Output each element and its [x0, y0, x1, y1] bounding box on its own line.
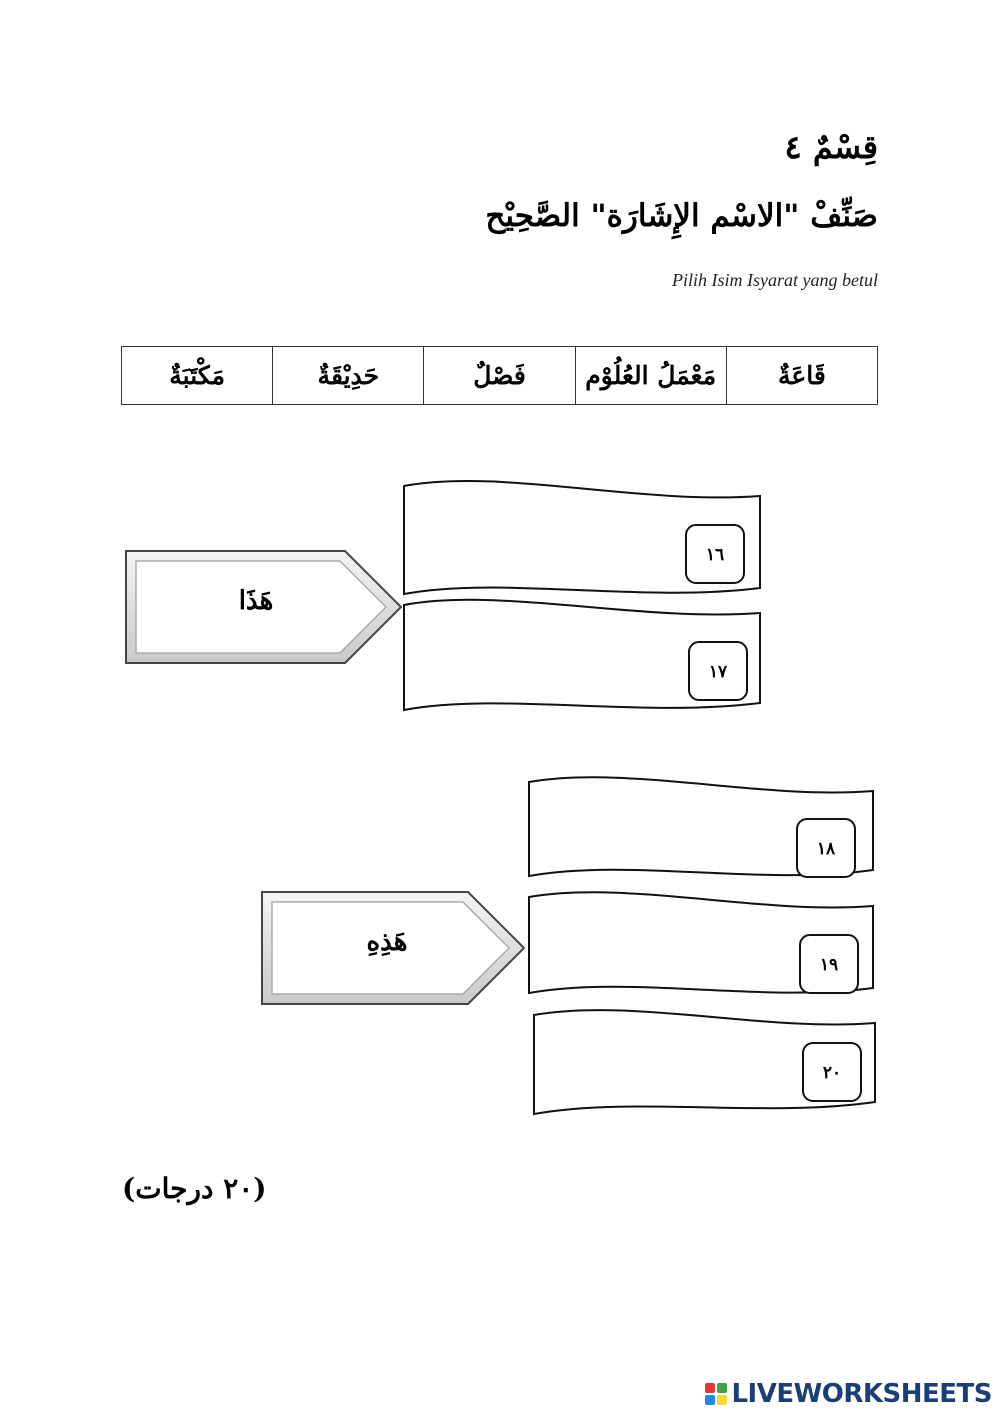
- instruction-arabic: صَنِّفْ "الاسْم الإِشَارَة" الصَّحِيْح: [485, 198, 878, 234]
- pointer-label: هَذِهِ: [367, 927, 408, 957]
- pointer-label: هَذَا: [239, 586, 274, 616]
- brand-name: LIVEWORKSHEETS: [731, 1379, 992, 1409]
- slot-number: ٢٠: [823, 1063, 841, 1083]
- word-bank-item[interactable]: مَكْتَبَةٌ: [120, 346, 274, 405]
- answer-slot-20[interactable]: ٢٠: [533, 1009, 876, 1116]
- answer-slot-19[interactable]: ١٩: [528, 891, 874, 995]
- pointer-arrow-1: هَذَا: [125, 550, 403, 664]
- word-bank-item[interactable]: قَاعَةٌ: [725, 346, 879, 405]
- word-bank-item[interactable]: فَصْلٌ: [423, 346, 576, 405]
- slot-number: ١٨: [817, 839, 836, 859]
- word-bank-table: قَاعَةٌ مَعْمَلُ العُلُوْم فَصْلٌ حَدِيْ…: [120, 346, 879, 405]
- pointer-arrow-2: هَذِهِ: [261, 891, 526, 1005]
- answer-slot-16[interactable]: ١٦: [403, 479, 761, 596]
- score-label: (٢٠ درجات): [122, 1172, 267, 1205]
- instruction-malay: Pilih Isim Isyarat yang betul: [672, 270, 878, 290]
- word-bank-item[interactable]: مَعْمَلُ العُلُوْم: [574, 346, 727, 405]
- liveworksheets-logo[interactable]: LIVEWORKSHEETS: [705, 1379, 992, 1409]
- liveworksheets-mark-icon: [705, 1383, 728, 1405]
- answer-slot-18[interactable]: ١٨: [528, 776, 874, 878]
- word-bank-item[interactable]: حَدِيْقَةٌ: [272, 346, 425, 405]
- answer-slot-17[interactable]: ١٧: [403, 598, 761, 712]
- slot-number: ١٩: [820, 955, 838, 975]
- section-title: قِسْمٌ ٤: [784, 128, 878, 166]
- slot-number: ١٦: [706, 545, 724, 565]
- slot-number: ١٧: [709, 662, 728, 682]
